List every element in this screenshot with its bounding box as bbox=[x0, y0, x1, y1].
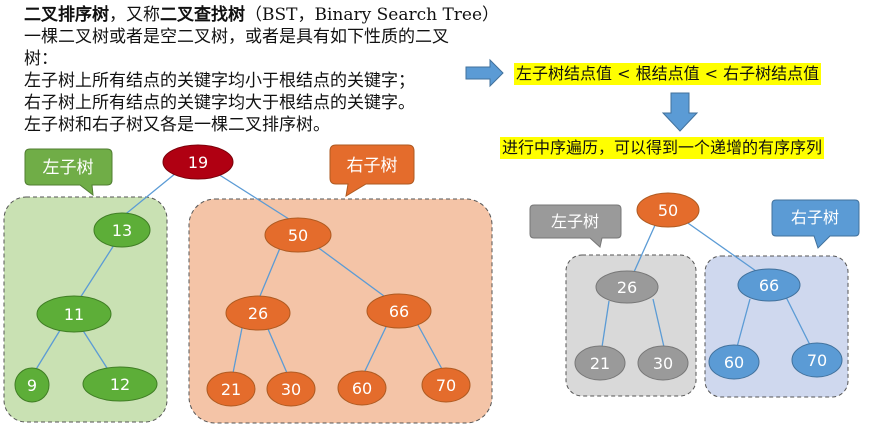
small-node-66: 66 bbox=[737, 268, 801, 302]
small-right-callout: 右子树 bbox=[771, 199, 860, 249]
big-node-21-value: 21 bbox=[221, 380, 241, 399]
big-node-26-value: 26 bbox=[248, 304, 268, 323]
intro-text: 二叉排序树，又称二叉查找树（BST，Binary Search Tree） 一棵… bbox=[24, 4, 504, 136]
big-node-60: 60 bbox=[337, 370, 387, 406]
small-node-26: 26 bbox=[595, 270, 659, 304]
big-node-11: 11 bbox=[36, 295, 112, 333]
small-root-value: 50 bbox=[658, 201, 678, 220]
big-node-21: 21 bbox=[206, 371, 256, 407]
intro-line-3: 树： bbox=[24, 49, 58, 69]
down-arrow-icon bbox=[661, 92, 699, 132]
small-node-30-value: 30 bbox=[653, 354, 673, 373]
title-bold-bst-sort: 二叉排序树 bbox=[24, 5, 109, 25]
big-node-9-value: 9 bbox=[27, 376, 37, 395]
title-bold-bst-search: 二叉查找树 bbox=[160, 5, 245, 25]
small-node-60-value: 60 bbox=[724, 353, 744, 372]
big-node-12: 12 bbox=[82, 366, 158, 402]
small-node-66-value: 66 bbox=[759, 276, 779, 295]
big-node-60-value: 60 bbox=[352, 379, 372, 398]
big-node-66-value: 66 bbox=[389, 302, 409, 321]
right-subtree-callout: 右子树 bbox=[329, 144, 415, 197]
right-subtree-label: 右子树 bbox=[347, 156, 398, 176]
title-rest: （BST，Binary Search Tree） bbox=[245, 5, 500, 25]
small-node-21: 21 bbox=[574, 345, 626, 381]
big-node-13: 13 bbox=[93, 212, 151, 248]
big-node-11-value: 11 bbox=[64, 305, 84, 324]
small-root-node: 50 bbox=[636, 192, 700, 228]
big-root-value: 19 bbox=[188, 153, 208, 172]
big-node-66: 66 bbox=[366, 293, 432, 329]
small-left-callout: 左子树 bbox=[529, 204, 622, 248]
intro-line-2: 一棵二叉树或者是空二叉树，或者是具有如下性质的二叉 bbox=[24, 27, 449, 47]
small-node-70: 70 bbox=[791, 342, 843, 378]
big-node-13-value: 13 bbox=[112, 221, 132, 240]
small-tree-edges bbox=[601, 220, 811, 348]
big-node-30-value: 30 bbox=[281, 380, 301, 399]
bst-property-highlight: 左子树结点值 < 根结点值 < 右子树结点值 bbox=[514, 63, 822, 85]
big-node-9: 9 bbox=[14, 367, 50, 403]
big-tree-edges bbox=[34, 172, 443, 374]
intro-title: 二叉排序树，又称二叉查找树（BST，Binary Search Tree） bbox=[24, 4, 504, 26]
left-subtree-callout: 左子树 bbox=[24, 148, 113, 197]
intro-line-4: 左子树上所有结点的关键字均小于根结点的关键字； bbox=[24, 71, 415, 91]
big-node-30: 30 bbox=[266, 371, 316, 407]
intro-line-5: 右子树上所有结点的关键字均大于根结点的关键字。 bbox=[24, 93, 415, 113]
big-node-70-value: 70 bbox=[436, 376, 456, 395]
small-node-70-value: 70 bbox=[807, 351, 827, 370]
inorder-highlight: 进行中序遍历，可以得到一个递增的有序序列 bbox=[500, 137, 825, 159]
right-subtree-region bbox=[188, 198, 493, 424]
big-node-12-value: 12 bbox=[110, 375, 130, 394]
small-left-subtree-label: 左子树 bbox=[551, 212, 599, 231]
right-arrow-icon bbox=[465, 58, 504, 88]
big-node-50-value: 50 bbox=[288, 226, 308, 245]
intro-line-6: 左子树和右子树又各是一棵二叉排序树。 bbox=[24, 115, 330, 135]
small-right-subtree-label: 右子树 bbox=[791, 208, 839, 227]
left-subtree-label: 左子树 bbox=[43, 158, 94, 178]
small-node-26-value: 26 bbox=[617, 278, 637, 297]
big-node-50: 50 bbox=[264, 217, 332, 253]
big-root-node: 19 bbox=[162, 144, 234, 180]
small-node-30: 30 bbox=[637, 345, 689, 381]
small-node-21-value: 21 bbox=[590, 354, 610, 373]
big-node-70: 70 bbox=[421, 367, 471, 403]
small-node-60: 60 bbox=[708, 344, 760, 380]
big-node-26: 26 bbox=[225, 295, 291, 331]
title-mid: ，又称 bbox=[109, 5, 160, 25]
